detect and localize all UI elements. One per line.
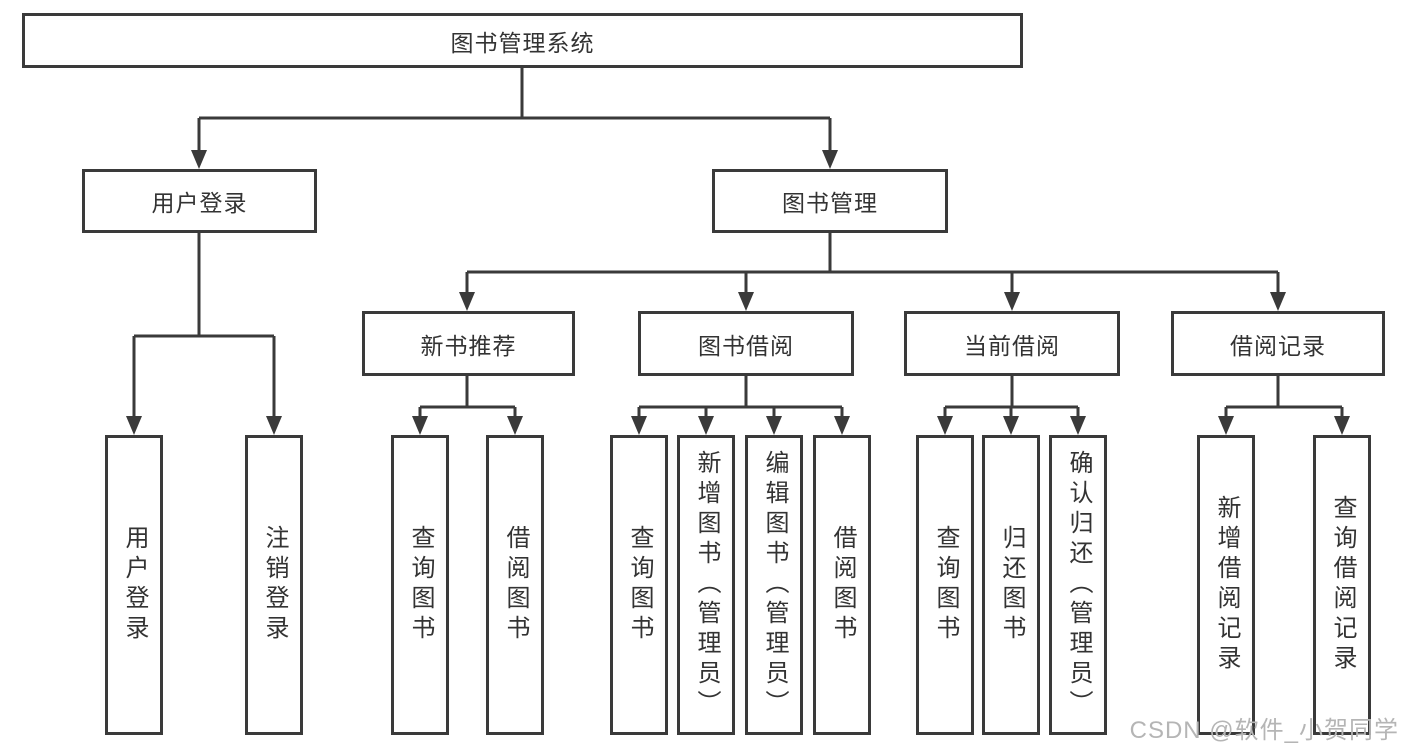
node-label: 新增借阅记录 [1213, 495, 1240, 675]
leaf-query-book-recommend: 查询图书 [391, 435, 449, 735]
connector-new-book-recommend-branch [412, 376, 523, 435]
connector-book-management-branch [459, 233, 1286, 311]
leaf-add-borrow-record: 新增借阅记录 [1197, 435, 1255, 735]
leaf-return-book: 归还图书 [982, 435, 1040, 735]
node-library-management-system: 图书管理系统 [22, 13, 1023, 68]
node-label: 借阅记录 [1230, 332, 1326, 359]
leaf-logout: 注销登录 [245, 435, 303, 735]
node-new-book-recommend: 新书推荐 [362, 311, 575, 376]
node-label: 当前借阅 [964, 332, 1060, 359]
node-label: 新增图书（管理员） [693, 450, 720, 720]
leaf-edit-book-admin: 编辑图书（管理员） [745, 435, 803, 735]
node-label: 用户登录 [121, 525, 148, 645]
connector-borrow-records-branch [1218, 376, 1350, 435]
node-book-management: 图书管理 [712, 169, 948, 233]
leaf-confirm-return-admin: 确认归还（管理员） [1049, 435, 1107, 735]
node-label: 查询图书 [932, 525, 959, 645]
node-label: 查询借阅记录 [1329, 495, 1356, 675]
node-user-login-group: 用户登录 [82, 169, 317, 233]
node-label: 归还图书 [998, 525, 1025, 645]
connector-current-borrow-branch [937, 376, 1086, 435]
leaf-query-book-current: 查询图书 [916, 435, 974, 735]
node-label: 图书管理 [782, 190, 878, 216]
node-label: 图书借阅 [698, 332, 794, 359]
node-book-borrow: 图书借阅 [638, 311, 854, 376]
leaf-borrow-book: 借阅图书 [813, 435, 871, 735]
node-borrow-records: 借阅记录 [1171, 311, 1385, 376]
csdn-watermark: CSDN @软件_小贺同学 [1129, 717, 1399, 744]
leaf-query-book-borrow: 查询图书 [610, 435, 668, 735]
leaf-user-login: 用户登录 [105, 435, 163, 735]
node-label: 确认归还（管理员） [1065, 450, 1092, 720]
node-label: 新书推荐 [420, 332, 517, 359]
node-label: 查询图书 [407, 525, 434, 645]
node-label: 注销登录 [261, 525, 288, 645]
node-current-borrow: 当前借阅 [904, 311, 1120, 376]
connector-book-borrow-branch [631, 376, 850, 435]
node-label: 查询图书 [626, 525, 653, 645]
connector-user-login-branch [126, 233, 282, 435]
connector-root-to-level2 [191, 68, 838, 169]
node-label: 用户登录 [151, 190, 248, 216]
leaf-borrow-book-recommend: 借阅图书 [486, 435, 544, 735]
node-label: 借阅图书 [502, 525, 529, 645]
node-label: 图书管理系统 [450, 29, 595, 56]
leaf-query-borrow-record: 查询借阅记录 [1313, 435, 1371, 735]
node-label: 编辑图书（管理员） [761, 450, 788, 720]
node-label: 借阅图书 [829, 525, 856, 645]
leaf-add-book-admin: 新增图书（管理员） [677, 435, 735, 735]
